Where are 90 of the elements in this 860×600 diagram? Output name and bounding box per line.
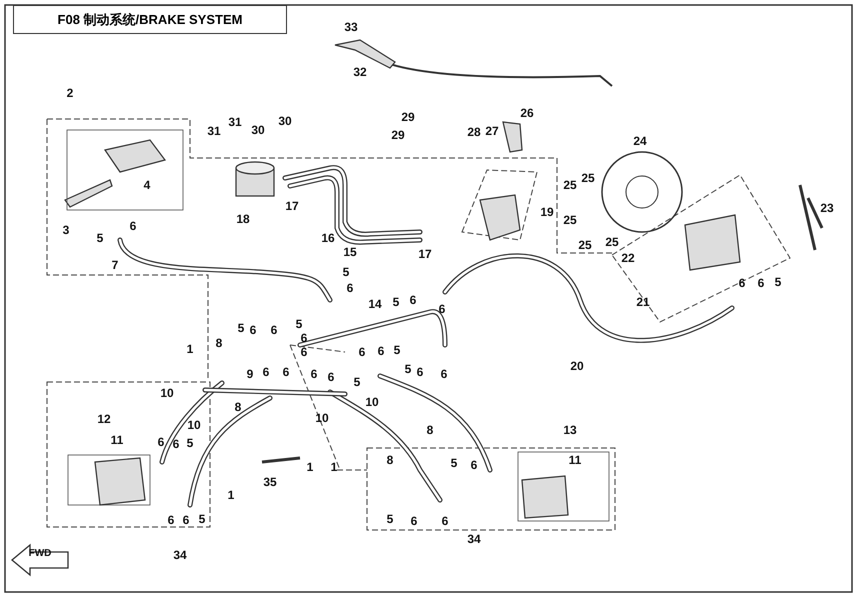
callout-number: 13: [563, 424, 577, 436]
callout-number: 1: [186, 343, 194, 355]
callout-number: 20: [570, 360, 584, 372]
callout-number: 16: [321, 232, 335, 244]
callout-number: 33: [344, 21, 358, 33]
callout-number: 6: [282, 366, 290, 378]
callout-number: 25: [578, 239, 592, 251]
callout-number: 4: [144, 179, 150, 191]
callout-number: 6: [182, 514, 190, 526]
callout-number: 25: [581, 172, 595, 184]
callout-number: 29: [391, 129, 405, 141]
callout-number: 8: [216, 337, 222, 349]
callout-number: 3: [62, 224, 70, 236]
callout-number: 6: [250, 324, 256, 336]
callout-number: 6: [442, 515, 448, 527]
callout-number: 11: [568, 454, 582, 466]
callout-number: 5: [296, 318, 302, 330]
callout-number: 14: [368, 298, 382, 310]
callout-number: 6: [158, 436, 164, 448]
callout-number: 26: [520, 107, 534, 119]
callout-number: 30: [278, 115, 292, 127]
callout-number: 25: [563, 214, 577, 226]
callout-number: 6: [172, 438, 180, 450]
callout-number: 5: [392, 296, 400, 308]
callout-number: 29: [401, 111, 415, 123]
callout-number: 6: [270, 324, 278, 336]
callout-number: 10: [315, 412, 329, 424]
callout-number: 34: [173, 549, 187, 561]
callout-number: 5: [386, 513, 394, 525]
callout-number: 6: [758, 277, 764, 289]
callout-number: 28: [467, 126, 481, 138]
callout-number: 5: [198, 513, 206, 525]
callout-number: 5: [774, 276, 782, 288]
callout-number: 6: [262, 366, 270, 378]
callout-number: 5: [394, 344, 400, 356]
callout-number: 5: [404, 363, 412, 375]
callout-number: 6: [470, 459, 478, 471]
callout-number: 6: [440, 368, 448, 380]
callout-number: 9: [246, 368, 254, 380]
callout-number: 10: [187, 419, 201, 431]
callout-number: 35: [263, 476, 277, 488]
callout-number: 15: [343, 246, 357, 258]
callout-number: 31: [228, 116, 242, 128]
callout-number: 21: [636, 296, 650, 308]
callout-number: 22: [621, 252, 635, 264]
callout-number: 17: [285, 200, 299, 212]
callout-number: 8: [426, 424, 434, 436]
callout-number: 24: [633, 135, 647, 147]
callout-number: 6: [346, 282, 354, 294]
callout-number: 23: [820, 202, 834, 214]
callout-number: 5: [450, 457, 458, 469]
callout-number: 6: [438, 303, 446, 315]
callout-number: 6: [310, 368, 318, 380]
callout-number: 27: [485, 125, 499, 137]
callout-number: 10: [365, 396, 379, 408]
callout-number: 34: [467, 533, 481, 545]
callout-number: 6: [168, 514, 174, 526]
callout-number: 5: [186, 437, 194, 449]
callout-number: 5: [96, 232, 104, 244]
callout-number: 6: [130, 220, 136, 232]
callout-number: 5: [238, 322, 244, 334]
callout-number: 6: [300, 332, 308, 344]
callout-number: 11: [110, 434, 124, 446]
callout-number: 32: [353, 66, 367, 78]
callout-number: 6: [300, 346, 308, 358]
callout-number: 10: [160, 387, 174, 399]
callout-number: 5: [342, 266, 350, 278]
callout-number: 8: [386, 454, 394, 466]
callout-number: 6: [410, 294, 416, 306]
callout-number: 18: [236, 213, 250, 225]
title: F08 制动系统/BRAKE SYSTEM: [13, 5, 287, 34]
callout-number: 5: [354, 376, 360, 388]
callout-number: 19: [540, 206, 554, 218]
callout-number: 1: [330, 461, 338, 473]
callout-number: 25: [605, 236, 619, 248]
callout-number: 1: [228, 489, 234, 501]
callout-number: 25: [563, 179, 577, 191]
callout-number: 6: [328, 371, 334, 383]
callout-number: 6: [378, 345, 384, 357]
callout-number: 6: [410, 515, 418, 527]
callout-number: 7: [112, 259, 118, 271]
callout-number: 31: [207, 125, 221, 137]
callout-number: 17: [418, 248, 432, 260]
callout-number: 6: [416, 366, 424, 378]
callout-number: 30: [251, 124, 265, 136]
callout-number: 2: [66, 87, 74, 99]
callout-number: 8: [234, 401, 242, 413]
callout-number: 1: [306, 461, 314, 473]
callout-number: 6: [358, 346, 366, 358]
callout-number: 12: [97, 413, 111, 425]
